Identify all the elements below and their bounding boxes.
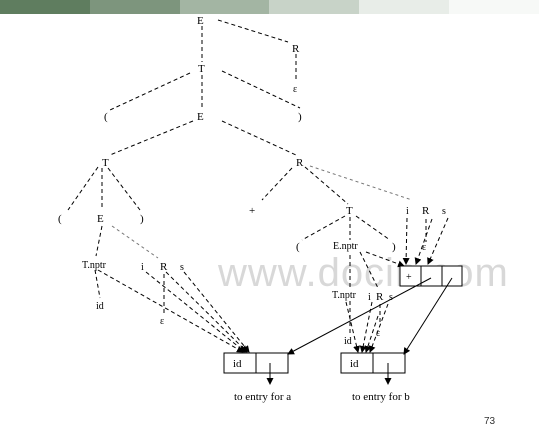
node-R-left-epsilon: ε — [160, 316, 164, 327]
node-T-nptr-left: T.nptr — [82, 260, 107, 271]
watermark: www.docin.com — [217, 251, 509, 295]
syntax-node-pointers — [266, 277, 453, 385]
header-band-segment — [449, 0, 539, 14]
header-band-segment — [269, 0, 360, 14]
node-R-left-s: s — [180, 262, 184, 273]
header-band-segment — [359, 0, 450, 14]
node-T1: T — [198, 63, 205, 75]
node-R-right: R — [422, 205, 430, 217]
node-id-left: id — [96, 301, 104, 312]
plus-node-operator: + — [406, 272, 412, 283]
node-root-R-epsilon: ε — [293, 84, 297, 95]
node-R-inner-i: i — [368, 292, 371, 303]
node-R-right-epsilon: ε — [422, 242, 426, 253]
node-R-inner-s: s — [389, 292, 393, 303]
node-rparen1: ) — [298, 111, 302, 123]
node-rparen2: ) — [140, 213, 144, 225]
caption-entry-b: to entry for b — [352, 391, 410, 403]
node-rparen3: ) — [392, 241, 396, 253]
header-band-segment — [89, 0, 180, 14]
node-E-nptr: E.nptr — [333, 241, 358, 252]
parse-tree-edges — [67, 19, 427, 335]
nptr-arrows-to-id-a — [97, 269, 250, 353]
node-root-R: R — [292, 43, 300, 55]
syntax-node-plus — [399, 265, 463, 287]
node-lparen2: ( — [58, 213, 62, 225]
node-E1: E — [197, 111, 204, 123]
header-gradient-band — [0, 0, 539, 14]
tree-labels: E R ε T ( E ) T R ( E ) + T T.nptr id i … — [58, 15, 446, 347]
node-R-inner: R — [376, 291, 384, 303]
node-lparen1: ( — [104, 111, 108, 123]
id-a-node-label: id — [233, 358, 242, 370]
header-band-segment — [179, 0, 270, 14]
node-id-right: id — [344, 336, 352, 347]
node-R-right-i: i — [406, 206, 409, 217]
node-R-left-i: i — [141, 262, 144, 273]
id-b-node-label: id — [350, 358, 359, 370]
inherited-attribute-arrows — [111, 165, 413, 259]
node-T3: T — [346, 205, 353, 217]
nptr-arrows-to-id-b — [345, 301, 389, 353]
node-T-nptr-right: T.nptr — [332, 290, 357, 301]
node-R2: R — [296, 157, 304, 169]
node-E2: E — [97, 213, 104, 225]
syntax-node-id-a — [223, 352, 289, 374]
page-number: 73 — [484, 416, 496, 427]
node-R-right-s: s — [442, 206, 446, 217]
node-R-inner-epsilon: ε — [376, 328, 380, 339]
nptr-arrows-to-plus-node — [365, 217, 449, 268]
header-band-segment — [0, 0, 90, 14]
syntax-node-id-b — [340, 352, 406, 374]
node-T2: T — [102, 157, 109, 169]
node-plus: + — [249, 205, 255, 217]
node-lparen3: ( — [296, 241, 300, 253]
node-R-left: R — [160, 261, 168, 273]
caption-entry-a: to entry for a — [234, 391, 291, 403]
node-root-E: E — [197, 15, 204, 27]
